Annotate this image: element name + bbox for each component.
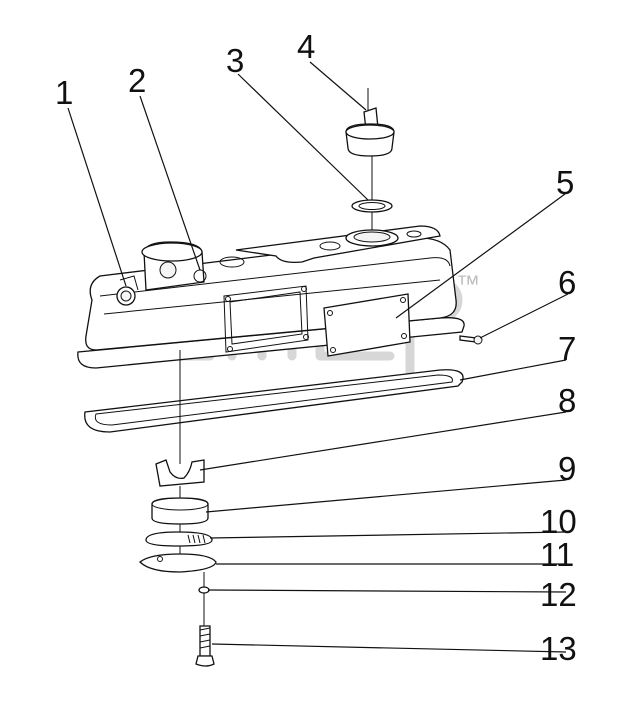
callout-8: 8 bbox=[558, 382, 576, 419]
leader-lines bbox=[67, 61, 569, 653]
o-ring-part bbox=[351, 199, 393, 213]
screw-part bbox=[459, 335, 483, 345]
callout-9: 9 bbox=[558, 450, 576, 487]
cover-plate-part bbox=[323, 293, 411, 357]
callout-10: 10 bbox=[540, 503, 577, 540]
callout-3: 3 bbox=[226, 42, 244, 79]
bracket-part bbox=[155, 459, 205, 487]
callout-11: 11 bbox=[540, 536, 574, 573]
bolt-part bbox=[195, 625, 215, 667]
washer-part bbox=[198, 586, 210, 594]
callout-2: 2 bbox=[128, 62, 146, 99]
callout-13: 13 bbox=[540, 630, 577, 667]
callout-4: 4 bbox=[297, 28, 315, 65]
callout-7: 7 bbox=[558, 330, 576, 367]
callout-1: 1 bbox=[55, 74, 73, 111]
filter-disc-part bbox=[145, 531, 213, 547]
filler-cap-part bbox=[345, 88, 395, 157]
assembly-centerline bbox=[179, 350, 205, 626]
callout-6: 6 bbox=[558, 264, 576, 301]
flange-plate-part bbox=[139, 553, 217, 573]
callout-12: 12 bbox=[540, 576, 577, 613]
callout-5: 5 bbox=[556, 164, 574, 201]
gasket-part bbox=[84, 369, 464, 433]
watermark-trademark: ™ bbox=[456, 271, 480, 298]
sleeve-part bbox=[151, 497, 209, 525]
callout-labels: 1 2 3 4 5 6 7 8 9 10 11 12 13 bbox=[55, 28, 577, 667]
